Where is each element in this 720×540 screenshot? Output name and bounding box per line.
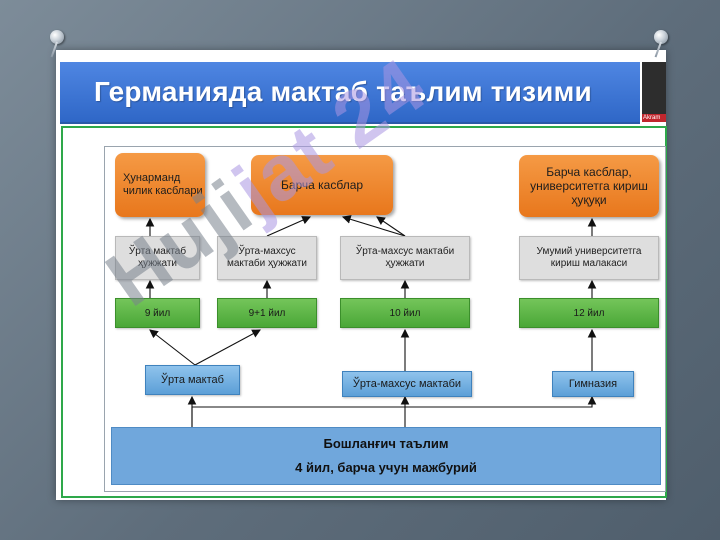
badge-stripe — [642, 114, 666, 122]
certificate-general-university: Умумий университетга кириш малакаси — [519, 236, 659, 280]
connector-lines — [145, 215, 597, 427]
slide-title: Германияда мактаб таълим тизими — [94, 76, 592, 107]
title-bar: Германияда мактаб таълим тизими — [60, 62, 640, 124]
slide: Германияда мактаб таълим тизими Akram — [56, 50, 667, 500]
years-12: 12 йил — [519, 298, 659, 328]
primary-education-name: Бошланғич таълим — [323, 436, 449, 451]
years-10: 10 йил — [340, 298, 470, 328]
badge-label: Akram — [643, 115, 661, 121]
primary-education: Бошланғич таълим 4 йил, барча учун мажбу… — [111, 427, 661, 485]
pushpin-icon — [654, 30, 668, 44]
pushpin-icon — [50, 30, 64, 44]
primary-education-detail: 4 йил, барча учун мажбурий — [295, 460, 477, 475]
channel-badge: Akram — [642, 62, 666, 122]
certificate-special-school-1: Ўрта-махсус мактаби ҳужжати — [217, 236, 317, 280]
years-9: 9 йил — [115, 298, 200, 328]
school-special-secondary: Ўрта-махсус мактаби — [342, 371, 472, 397]
school-gymnasium: Гимназия — [552, 371, 634, 397]
years-9-plus-1: 9+1 йил — [217, 298, 317, 328]
outcome-craft-professions: Ҳунарманд чилик касблари — [115, 153, 205, 217]
outcome-university-access: Барча касблар, университетга кириш ҳуқуқ… — [519, 155, 659, 217]
school-secondary: Ўрта мактаб — [145, 365, 240, 395]
school-system-diagram: Ҳунарманд чилик касблари Барча касблар Б… — [104, 146, 666, 492]
content-frame — [61, 126, 667, 498]
outcome-all-professions: Барча касблар — [251, 155, 393, 215]
certificate-secondary-school: Ўрта мактаб ҳужжати — [115, 236, 200, 280]
certificate-special-school-2: Ўрта-махсус мактаби ҳужжати — [340, 236, 470, 280]
